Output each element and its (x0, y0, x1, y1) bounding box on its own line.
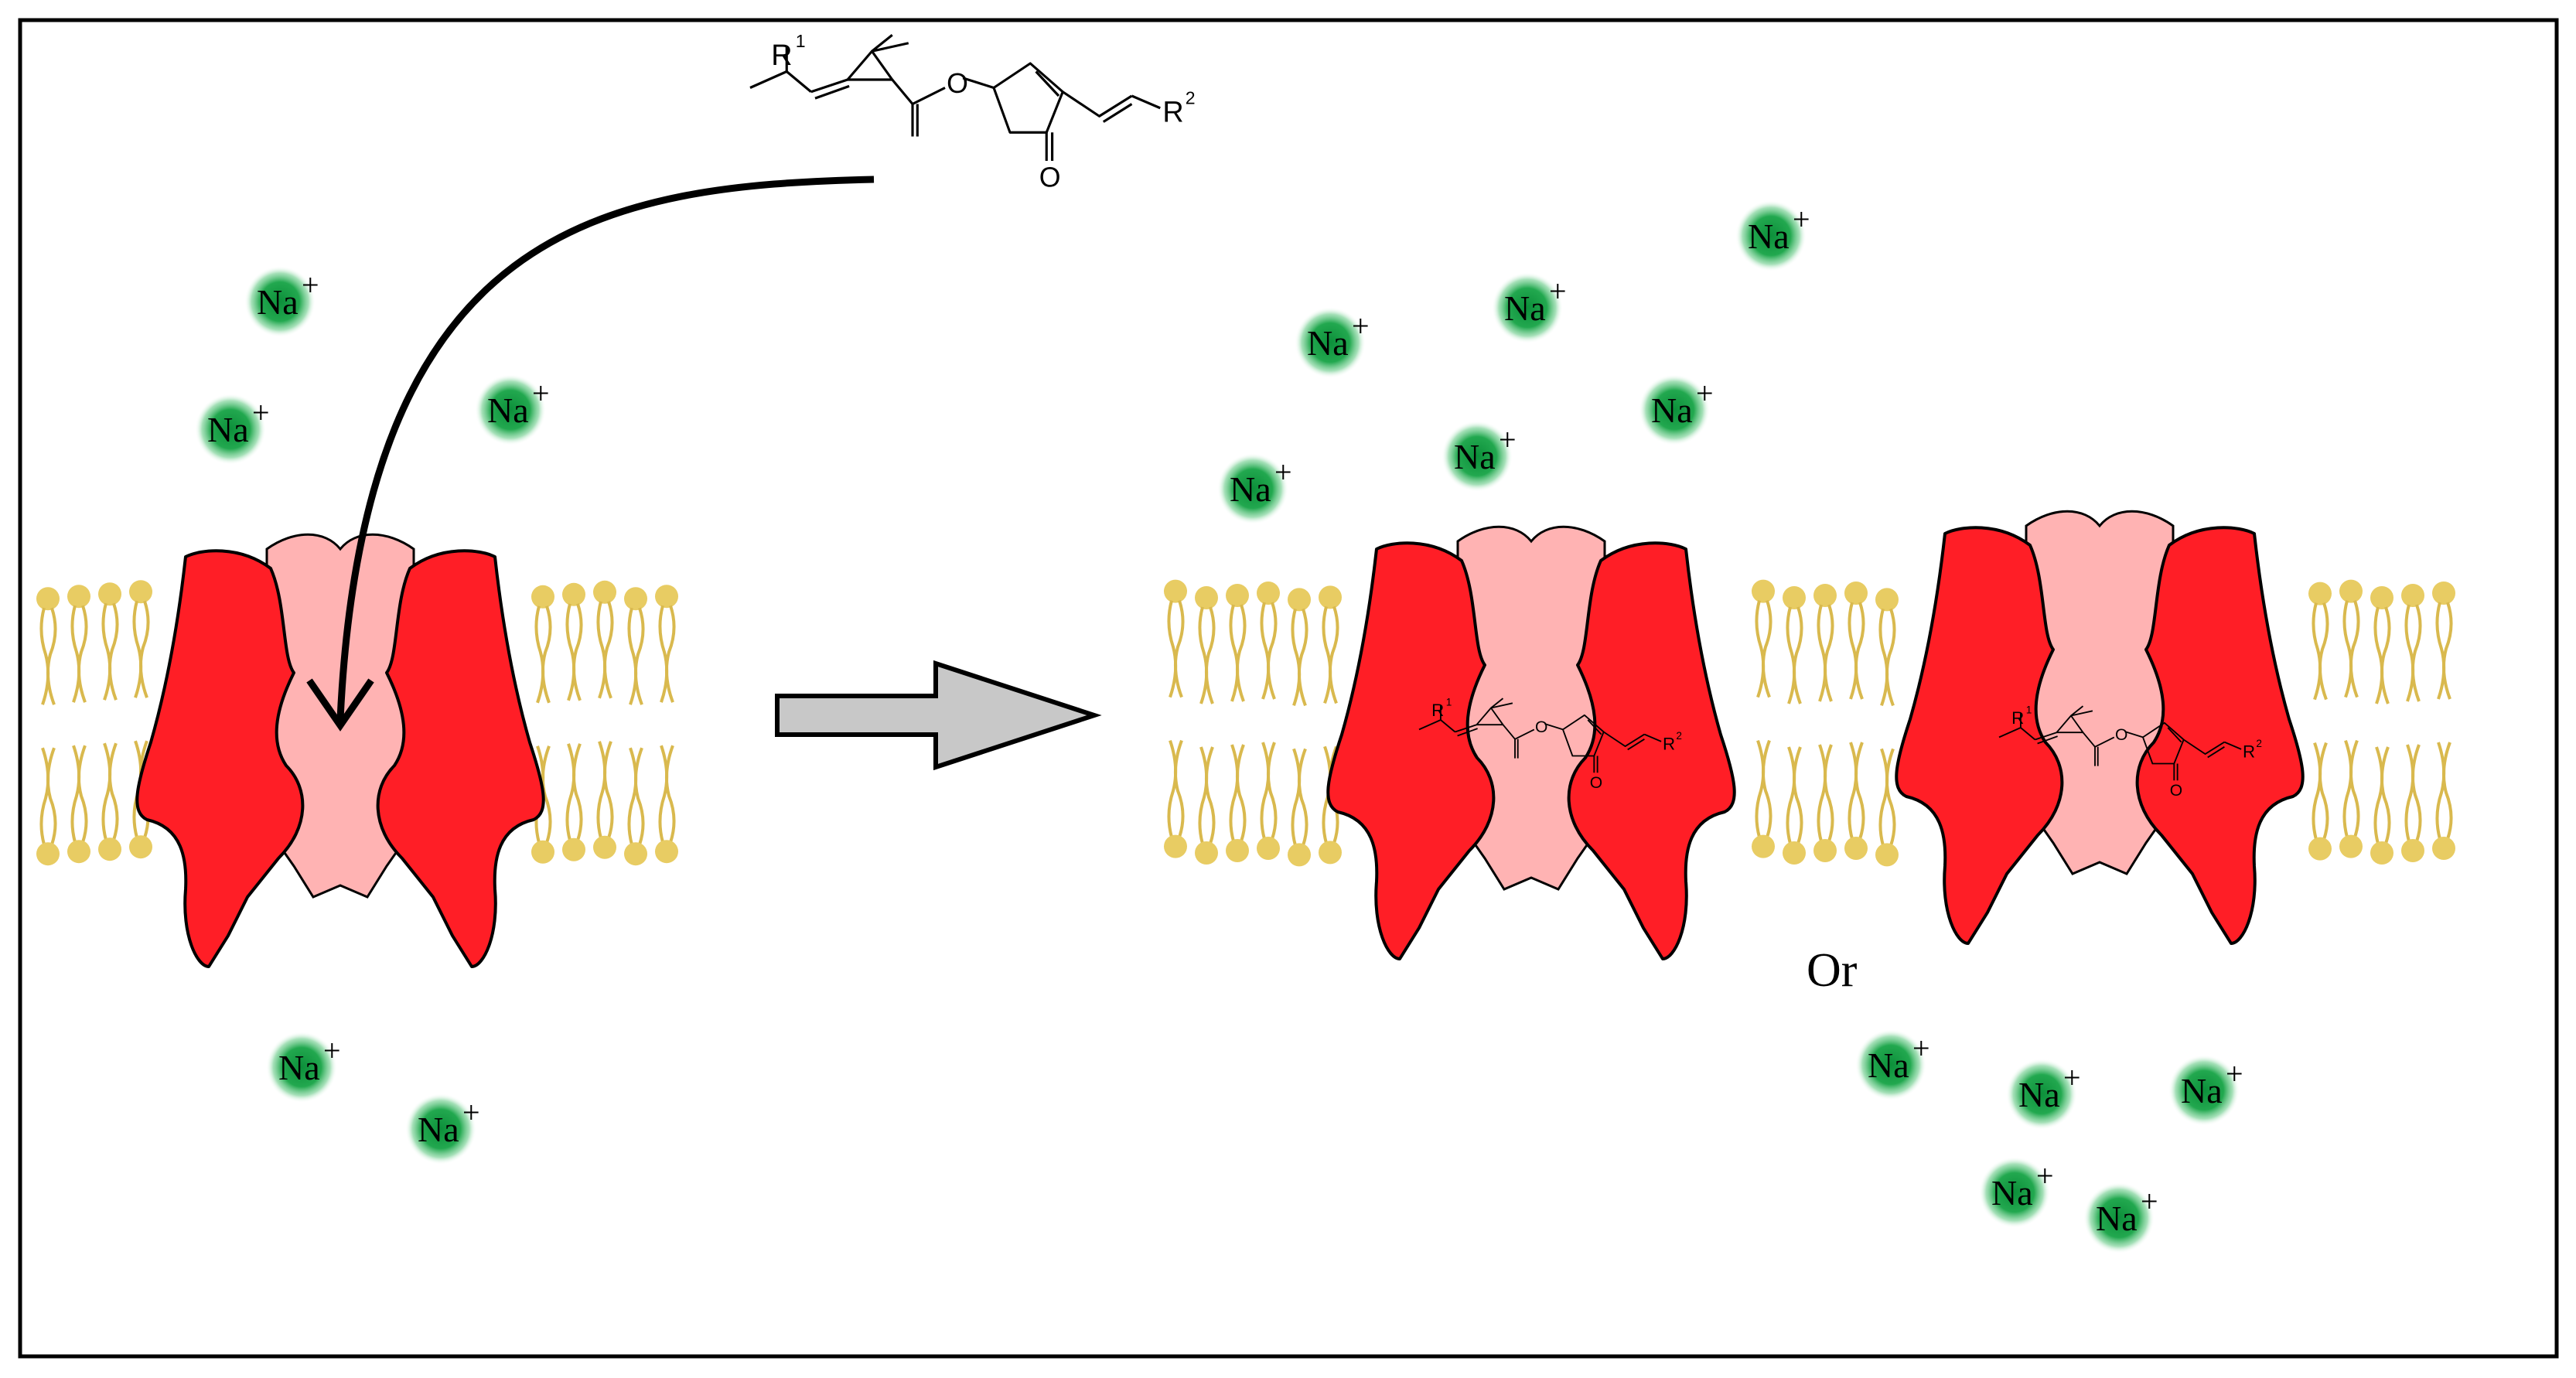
curved-arrow-icon (306, 176, 875, 732)
sodium-ion: Na+ (1855, 1029, 1930, 1100)
svg-text:R: R (1431, 701, 1444, 720)
svg-text:1: 1 (1446, 696, 1452, 708)
svg-text:O: O (947, 68, 968, 99)
svg-text:R: R (1663, 734, 1675, 753)
sodium-ion: Na+ (195, 394, 270, 465)
right-arrow-icon (775, 660, 1102, 771)
sodium-ion-charge: + (323, 1033, 341, 1068)
sodium-ion: Na+ (1979, 1157, 2054, 1228)
sodium-ion-charge: + (1499, 422, 1517, 457)
sodium-ion-label: Na (1748, 217, 1790, 256)
sodium-ion-label: Na (257, 282, 299, 322)
svg-text:R: R (1162, 97, 1183, 129)
sodium-ion-charge: + (2226, 1056, 2243, 1091)
sodium-ion-label: Na (2181, 1071, 2223, 1110)
sodium-ion-label: Na (278, 1048, 320, 1087)
sodium-ion: Na+ (405, 1093, 480, 1165)
svg-text:O: O (2115, 726, 2127, 744)
sodium-ion-charge: + (302, 268, 319, 302)
sodium-ion-charge: + (462, 1095, 480, 1130)
svg-text:O: O (1535, 718, 1547, 736)
sodium-ion: Na+ (2168, 1055, 2243, 1126)
sodium-ion-label: Na (1504, 288, 1546, 328)
sodium-ion-label: Na (418, 1110, 459, 1149)
sodium-ion: Na+ (1639, 374, 1714, 445)
sodium-ion-charge: + (1549, 274, 1567, 309)
sodium-ion-charge: + (2063, 1060, 2081, 1095)
sodium-ion-label: Na (207, 410, 249, 449)
sodium-ion: Na+ (1217, 453, 1292, 524)
open-channel: R 1 O O R 2 (1895, 510, 2305, 945)
sodium-ion: Na+ (1295, 307, 1370, 378)
svg-text:1: 1 (796, 31, 806, 51)
sodium-ion-charge: + (2036, 1158, 2054, 1193)
sodium-ion-charge: + (532, 376, 550, 411)
sodium-ion-label: Na (2018, 1075, 2060, 1114)
svg-text:R: R (771, 39, 792, 72)
sodium-ion-label: Na (1991, 1173, 2033, 1213)
sodium-ion-label: Na (1868, 1045, 1909, 1085)
sodium-ion-label: Na (2096, 1199, 2138, 1238)
sodium-ion: Na+ (244, 266, 319, 337)
svg-text:O: O (1590, 774, 1602, 792)
sodium-ion-charge: + (1793, 202, 1810, 237)
blocked-channel: R 1 O O R 2 (1326, 525, 1736, 960)
svg-text:R: R (2011, 708, 2024, 728)
sodium-ion-charge: + (1912, 1031, 1930, 1066)
bound-pyrethroid-2: R 1 O O R 2 (1998, 704, 2262, 800)
sodium-ion-label: Na (1454, 437, 1496, 476)
sodium-ion-charge: + (1274, 455, 1292, 489)
svg-text:R: R (2243, 742, 2255, 761)
sodium-ion: Na+ (1735, 200, 1810, 271)
sodium-ion-label: Na (1307, 323, 1349, 363)
svg-text:O: O (2170, 782, 2182, 800)
sodium-ion-label: Na (1651, 391, 1693, 430)
sodium-ion-charge: + (1352, 309, 1370, 343)
sodium-ions: Na+Na+Na+Na+Na+Na+Na+Na+Na+Na+Na+Na+Na+N… (195, 200, 2243, 1254)
sodium-ion: Na+ (1492, 272, 1567, 343)
svg-text:1: 1 (2026, 704, 2032, 715)
sodium-ion-label: Na (1230, 469, 1271, 509)
sodium-ion: Na+ (2006, 1059, 2081, 1130)
sodium-ion: Na+ (475, 374, 550, 445)
sodium-ion: Na+ (1442, 421, 1517, 492)
bound-pyrethroid-1: R 1 O O R 2 (1418, 696, 1682, 792)
sodium-ion: Na+ (2083, 1182, 2158, 1254)
svg-text:2: 2 (1676, 730, 1682, 742)
or-label: Or (1807, 944, 1858, 997)
sodium-ion-charge: + (252, 395, 270, 430)
sodium-ion-charge: + (2141, 1184, 2158, 1219)
sodium-ion-charge: + (1696, 376, 1714, 411)
pyrethroid-molecule: R 1 O O R 2 (749, 31, 1196, 193)
svg-text:2: 2 (2256, 738, 2262, 749)
svg-text:2: 2 (1186, 88, 1196, 108)
svg-text:O: O (1039, 162, 1061, 193)
sodium-ion: Na+ (266, 1032, 341, 1103)
sodium-ion-label: Na (487, 391, 529, 430)
